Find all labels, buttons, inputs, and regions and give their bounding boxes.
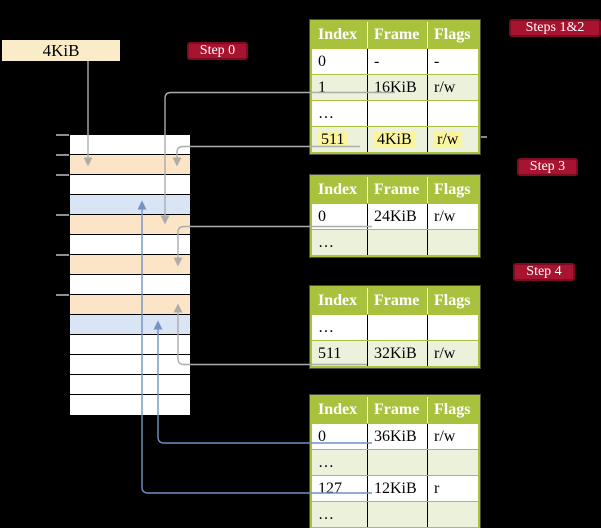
memory-frame-row [70, 315, 190, 335]
memory-tick [56, 174, 69, 176]
cell-index: 0 [318, 53, 326, 70]
highlight: 511 [318, 131, 348, 148]
table-row: 127 12KiB r [312, 475, 478, 501]
memory-frame-row [70, 335, 190, 355]
memory-tick [56, 294, 69, 296]
cell-index: … [318, 105, 334, 122]
cell-frame: 24KiB [367, 204, 427, 229]
cell-frame: 4KiB [367, 127, 427, 152]
cell-index: 511 [312, 127, 367, 152]
badge-step-0: Step 0 [187, 42, 248, 60]
badge-step-4: Step 4 [513, 263, 575, 281]
cell-index: … [318, 506, 334, 523]
memory-frame-row [70, 235, 190, 255]
table-row: 1 16KiB r/w [312, 74, 478, 100]
cell-frame: - [367, 49, 427, 74]
column-header-frame: Frame [367, 288, 427, 314]
page-table-step-4: Index Frame Flags … 511 32KiB r/w [309, 285, 481, 369]
column-header-frame: Frame [367, 22, 427, 48]
cell-frame: 16KiB [367, 75, 427, 100]
memory-frame-row [70, 155, 190, 175]
cell-flags: r/w [427, 341, 478, 366]
cell-flags: r/w [427, 75, 478, 100]
table-row: 0 24KiB r/w [312, 203, 478, 229]
cell-index: 0 [318, 428, 326, 445]
cell-flags [427, 450, 478, 475]
table-row: … [312, 229, 478, 255]
memory-tick [56, 134, 69, 136]
table-row-highlighted: 511 4KiB r/w [312, 126, 478, 152]
page-size-box: 4KiB [2, 40, 120, 61]
cell-frame [367, 101, 427, 126]
table-header-row: Index Frame Flags [312, 397, 478, 423]
table-row: … [312, 314, 478, 340]
cell-flags: r/w [427, 204, 478, 229]
badge-steps-1-2: Steps 1&2 [509, 19, 601, 37]
cell-index: 511 [318, 345, 342, 362]
cell-frame [367, 450, 427, 475]
table-row: 511 32KiB r/w [312, 340, 478, 366]
highlight: 4KiB [374, 131, 415, 148]
page-table-steps-1-2: Index Frame Flags 0 - - 1 16KiB r/w … 51… [309, 19, 481, 155]
column-header-index: Index [318, 181, 358, 198]
cell-index: … [318, 319, 334, 336]
table-row: 0 - - [312, 48, 478, 74]
memory-frame-row [70, 355, 190, 375]
column-header-frame: Frame [367, 397, 427, 423]
table-row: … [312, 449, 478, 475]
cell-flags [427, 315, 478, 340]
memory-frame-row [70, 135, 190, 155]
memory-frame-row [70, 295, 190, 315]
stray-dash [481, 136, 487, 138]
cell-index: 0 [318, 208, 326, 225]
page-table-final: Index Frame Flags 0 36KiB r/w … 127 12Ki… [309, 394, 481, 528]
column-header-flags: Flags [427, 177, 478, 203]
column-header-flags: Flags [427, 22, 478, 48]
cell-flags: - [427, 49, 478, 74]
column-header-index: Index [318, 401, 358, 418]
memory-frame-row [70, 395, 190, 415]
memory-tick [56, 154, 69, 156]
cell-frame: 36KiB [367, 424, 427, 449]
column-header-frame: Frame [367, 177, 427, 203]
cell-flags: r/w [427, 424, 478, 449]
cell-flags: r/w [427, 127, 478, 152]
cell-frame: 32KiB [367, 341, 427, 366]
cell-index: 1 [318, 79, 326, 96]
column-header-index: Index [318, 292, 358, 309]
page-size-label: 4KiB [42, 40, 80, 60]
cell-index: … [318, 234, 334, 251]
memory-frame-row [70, 215, 190, 235]
cell-flags [427, 101, 478, 126]
table-header-row: Index Frame Flags [312, 177, 478, 203]
badge-step-3: Step 3 [517, 158, 578, 176]
memory-frame-row [70, 175, 190, 195]
memory-frame-row [70, 275, 190, 295]
cell-frame [367, 502, 427, 527]
cell-flags [427, 230, 478, 255]
table-header-row: Index Frame Flags [312, 288, 478, 314]
page-table-step-3: Index Frame Flags 0 24KiB r/w … [309, 174, 481, 258]
cell-flags [427, 502, 478, 527]
cell-index: 127 [318, 480, 342, 497]
table-row: … [312, 100, 478, 126]
column-header-flags: Flags [427, 288, 478, 314]
column-header-index: Index [318, 26, 358, 43]
physical-memory-column [69, 134, 191, 416]
column-header-flags: Flags [427, 397, 478, 423]
memory-frame-row [70, 375, 190, 395]
memory-frame-row [70, 195, 190, 215]
cell-index: … [318, 454, 334, 471]
memory-tick [56, 254, 69, 256]
memory-tick [56, 214, 69, 216]
cell-frame [367, 230, 427, 255]
table-header-row: Index Frame Flags [312, 22, 478, 48]
cell-frame: 12KiB [367, 476, 427, 501]
cell-flags: r [427, 476, 478, 501]
table-row: 0 36KiB r/w [312, 423, 478, 449]
memory-frame-row [70, 255, 190, 275]
table-row: … [312, 501, 478, 527]
cell-frame [367, 315, 427, 340]
highlight: r/w [434, 131, 462, 148]
